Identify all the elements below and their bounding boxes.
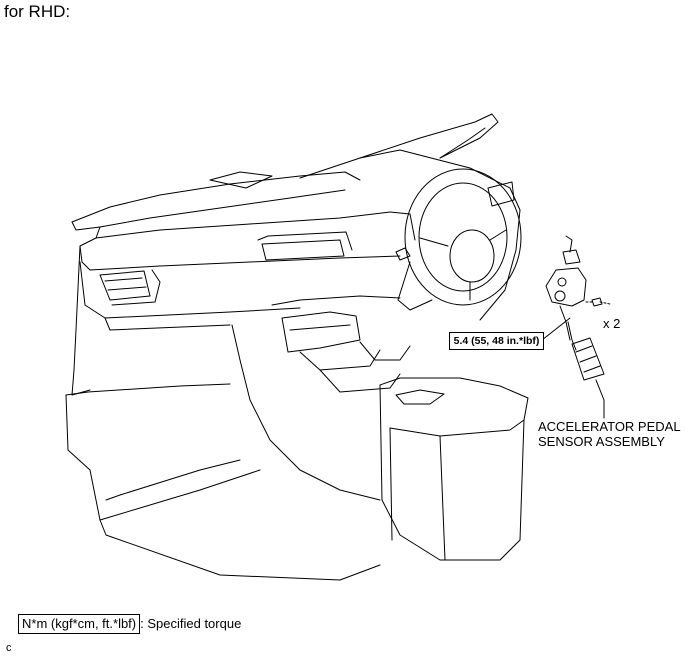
legend-description: : Specified torque [140, 616, 242, 631]
bolt [591, 297, 603, 307]
glovebox [65, 394, 381, 581]
pedal-sensor-housing [545, 267, 587, 307]
armrest [379, 377, 529, 437]
torque-leader-line [541, 317, 571, 341]
part-label-line-1: ACCELERATOR PEDAL [538, 419, 681, 434]
bolt-quantity: x 2 [603, 316, 621, 331]
pedal-pad [571, 337, 605, 381]
torque-spec-box: 5.4 (55, 48 in.*lbf) [449, 332, 544, 350]
part-label: ACCELERATOR PEDAL SENSOR ASSEMBLY [538, 419, 681, 449]
torque-legend: N*m (kgf*cm, ft.*lbf): Specified torque [18, 614, 241, 634]
right-air-vent [487, 181, 515, 207]
center-display [261, 239, 345, 261]
page-heading: for RHD: [4, 2, 71, 21]
part-leader-line [595, 379, 605, 419]
corner-code: c [6, 642, 12, 654]
legend-units-box: N*m (kgf*cm, ft.*lbf) [18, 614, 141, 634]
left-air-vent [99, 270, 151, 301]
part-label-line-2: SENSOR ASSEMBLY [538, 434, 665, 449]
wire-connector [562, 235, 581, 265]
windshield-edge [299, 113, 499, 179]
steering-wheel-hub [449, 229, 495, 283]
dashboard-top [71, 171, 361, 223]
pedal-arm [567, 321, 577, 351]
steering-wheel-rim [404, 168, 522, 306]
center-console [231, 324, 381, 501]
